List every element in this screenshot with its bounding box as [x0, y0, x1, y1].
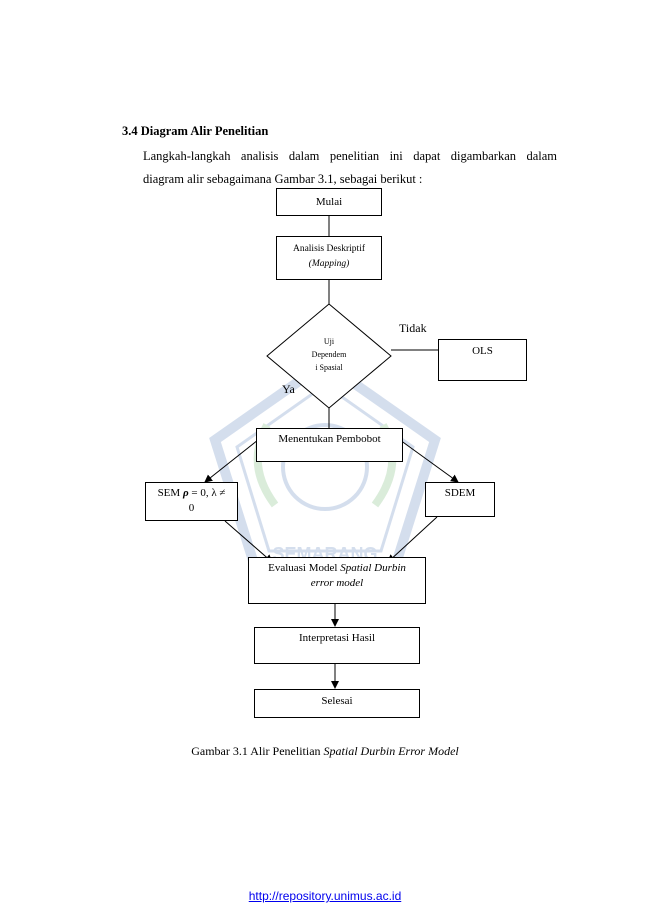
sem-box: SEM ρ = 0, λ ≠ 0: [145, 482, 238, 521]
end-box: Selesai: [254, 689, 420, 718]
end-label: Selesai: [321, 695, 353, 707]
decision-text: Uji Dependem i Spasial: [294, 335, 364, 374]
sem-rho: ρ: [182, 487, 189, 499]
sem-condition: = 0, λ ≠: [191, 487, 226, 499]
descriptive-analysis-sub: (Mapping): [308, 259, 350, 269]
descriptive-analysis-label: Analisis Deskriptif: [292, 244, 366, 254]
sem-condition-zero: 0: [188, 502, 195, 514]
decision-line-2: Dependem: [311, 350, 347, 359]
weights-box: Menentukan Pembobot: [256, 428, 403, 462]
sdem-box: SDEM: [425, 482, 495, 517]
interpretation-label: Interpretasi Hasil: [298, 632, 376, 644]
footer-repository-link[interactable]: http://repository.unimus.ac.id: [248, 889, 402, 903]
evaluation-box: Evaluasi Model Spatial Durbin error mode…: [248, 557, 426, 604]
start-label: Mulai: [315, 196, 343, 208]
paragraph-line-1: Langkah-langkah analisis dalam penelitia…: [143, 149, 557, 163]
sdem-label: SDEM: [444, 487, 476, 499]
paragraph-line-2: diagram alir sebagaimana Gambar 3.1, seb…: [143, 172, 423, 186]
evaluation-prefix: Evaluasi Model: [268, 562, 338, 574]
figure-caption: Gambar 3.1 Alir Penelitian Spatial Durbi…: [0, 744, 650, 759]
yes-label: Ya: [282, 382, 295, 396]
evaluation-italic-2: error model: [310, 577, 364, 589]
no-label: Tidak: [399, 321, 427, 335]
section-heading: 3.4 Diagram Alir Penelitian: [122, 124, 269, 138]
caption-italic: Spatial Durbin Error Model: [323, 744, 459, 758]
evaluation-italic-1: Spatial Durbin: [340, 562, 406, 574]
ols-box: OLS: [438, 339, 527, 381]
caption-prefix: Gambar 3.1 Alir Penelitian: [191, 744, 321, 758]
decision-line-1: Uji: [323, 337, 335, 346]
ols-label: OLS: [472, 345, 493, 357]
interpretation-box: Interpretasi Hasil: [254, 627, 420, 664]
sem-label: SEM: [157, 487, 181, 499]
weights-label: Menentukan Pembobot: [278, 433, 381, 445]
decision-line-3: i Spasial: [315, 363, 343, 372]
descriptive-analysis-box: Analisis Deskriptif (Mapping): [276, 236, 382, 280]
start-box: Mulai: [276, 188, 382, 216]
